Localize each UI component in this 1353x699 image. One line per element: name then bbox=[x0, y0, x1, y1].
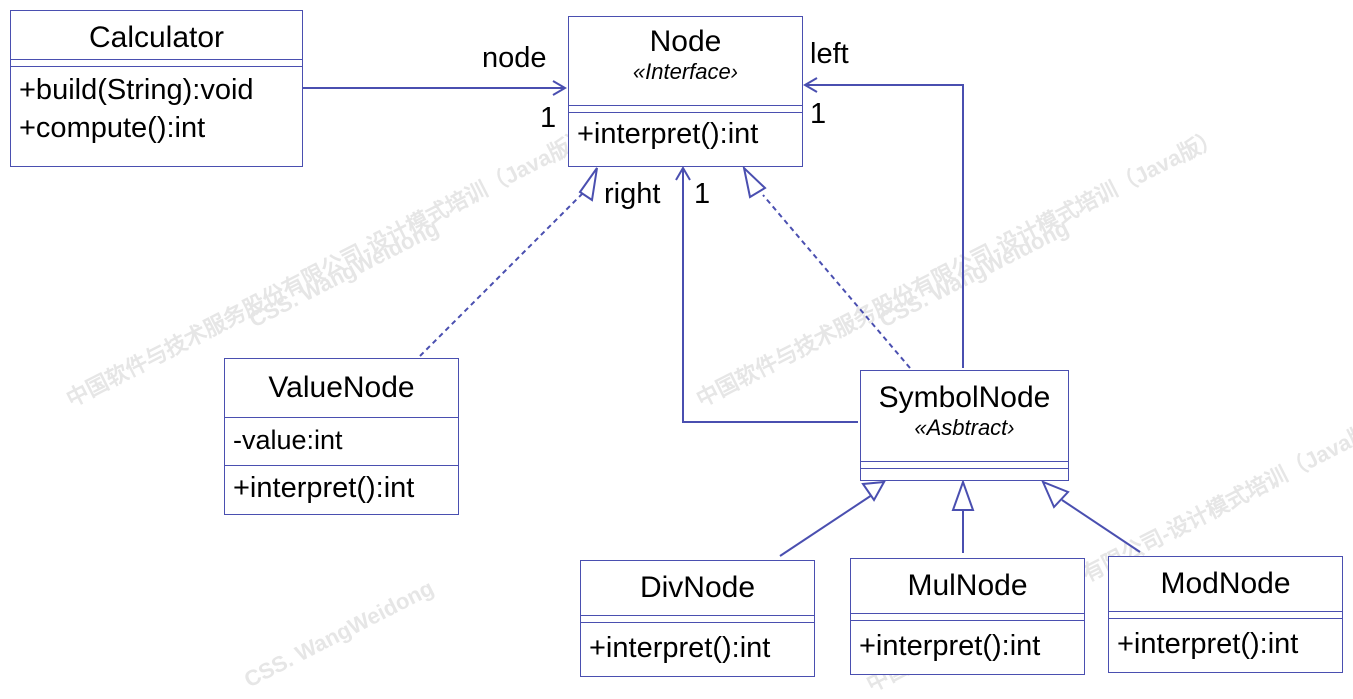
operations-compartment bbox=[861, 468, 1068, 469]
operations-compartment: +interpret():int bbox=[581, 622, 814, 667]
attribute: -value:int bbox=[233, 425, 343, 455]
multiplicity-label-node: 1 bbox=[540, 102, 557, 134]
operations-compartment: +interpret():int bbox=[225, 465, 458, 510]
class-name: Node bbox=[649, 25, 722, 58]
stereotype: «Asbtract› bbox=[914, 415, 1015, 440]
class-name: ValueNode bbox=[268, 371, 415, 404]
operation: +build(String):void bbox=[19, 74, 254, 106]
class-modnode: ModNode +interpret():int bbox=[1108, 556, 1343, 673]
operation: +interpret():int bbox=[1117, 628, 1299, 660]
operations-compartment: +interpret():int bbox=[569, 112, 802, 153]
operation: +interpret():int bbox=[859, 630, 1041, 662]
class-symbolnode: SymbolNode «Asbtract› bbox=[860, 370, 1069, 481]
attributes-compartment bbox=[569, 105, 802, 112]
association-symbol-right bbox=[682, 168, 858, 423]
role-label-left: left bbox=[810, 38, 849, 70]
realization-head-symbolnode bbox=[742, 165, 767, 199]
operation: +interpret():int bbox=[577, 118, 759, 150]
generalization-head-mulnode bbox=[951, 479, 975, 511]
multiplicity-label-left: 1 bbox=[810, 98, 827, 130]
class-mulnode: MulNode +interpret():int bbox=[850, 558, 1085, 675]
attributes-compartment: -value:int bbox=[225, 417, 458, 465]
class-divnode: DivNode +interpret():int bbox=[580, 560, 815, 677]
diagram-connectors bbox=[303, 77, 1141, 557]
arrowhead-symbol-right bbox=[675, 166, 691, 181]
attributes-compartment bbox=[581, 615, 814, 622]
operations-compartment: +build(String):void +compute():int bbox=[11, 66, 302, 147]
class-name: MulNode bbox=[907, 569, 1028, 602]
class-calculator: Calculator +build(String):void +compute(… bbox=[10, 10, 303, 167]
class-valuenode: ValueNode -value:int +interpret():int bbox=[224, 358, 459, 515]
operation: +interpret():int bbox=[589, 632, 771, 664]
operation: +interpret():int bbox=[233, 472, 415, 504]
operations-compartment: +interpret():int bbox=[1109, 618, 1342, 663]
association-symbol-left bbox=[805, 84, 964, 368]
generalization-modnode bbox=[1061, 499, 1141, 553]
class-name: ModNode bbox=[1160, 567, 1291, 600]
class-node: Node «Interface› +interpret():int bbox=[568, 16, 803, 167]
role-label-node: node bbox=[482, 42, 547, 74]
multiplicity-label-right: 1 bbox=[694, 178, 711, 210]
attributes-compartment bbox=[861, 461, 1068, 468]
role-label-right: right bbox=[604, 178, 661, 210]
operation: +compute():int bbox=[19, 112, 206, 144]
realization-valuenode bbox=[419, 192, 584, 357]
attributes-compartment bbox=[851, 613, 1084, 620]
arrowhead-symbol-left bbox=[803, 77, 818, 93]
stereotype: «Interface› bbox=[632, 59, 739, 84]
class-name: Calculator bbox=[88, 21, 225, 54]
attributes-compartment bbox=[11, 59, 302, 66]
class-name: SymbolNode bbox=[878, 381, 1051, 414]
class-name: DivNode bbox=[639, 571, 756, 604]
generalization-head-divnode bbox=[861, 480, 886, 502]
attributes-compartment bbox=[1109, 611, 1342, 618]
generalization-head-modnode bbox=[1041, 480, 1070, 509]
generalization-divnode bbox=[779, 494, 873, 557]
realization-head-valuenode bbox=[578, 167, 598, 202]
arrowhead-calculator-node bbox=[552, 80, 567, 96]
operations-compartment: +interpret():int bbox=[851, 620, 1084, 665]
realization-symbolnode bbox=[762, 194, 911, 369]
